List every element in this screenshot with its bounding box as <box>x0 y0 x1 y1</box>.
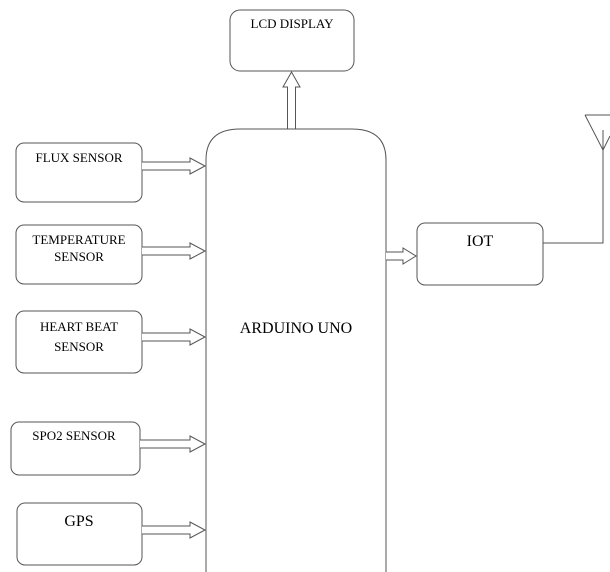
lcd-display-label: LCD DISPLAY <box>251 16 335 31</box>
arduino-to-iot-arrow <box>386 247 417 265</box>
spo2-sensor-block: SPO2 SENSOR <box>10 421 141 476</box>
flux-sensor-label: FLUX SENSOR <box>35 150 122 165</box>
heart-beat-to-arduino-arrow <box>142 328 207 346</box>
temperature-to-arduino-arrow <box>142 242 207 260</box>
arduino-uno-label: ARDUINO UNO <box>240 320 352 337</box>
iot-antenna-connector <box>543 130 604 244</box>
flux-sensor-block: FLUX SENSOR <box>15 142 143 203</box>
gps-label: GPS <box>64 513 93 530</box>
arduino-to-lcd-arrow <box>282 70 301 129</box>
heart-beat-sensor-block: HEART BEAT SENSOR <box>15 310 143 374</box>
lcd-display-box <box>229 9 355 72</box>
flux-sensor-box <box>15 142 143 203</box>
iot-box <box>416 222 544 286</box>
temperature-sensor-block: TEMPERATURE SENSOR <box>15 224 143 285</box>
heart-beat-sensor-label-line-2: SENSOR <box>54 339 104 354</box>
spo2-to-arduino-arrow <box>140 435 207 453</box>
iot-block: IOT <box>416 222 544 286</box>
arduino-uno-box <box>205 128 387 572</box>
spo2-sensor-label: SPO2 SENSOR <box>32 428 116 443</box>
antenna-icon <box>584 114 610 152</box>
gps-to-arduino-arrow <box>142 521 207 539</box>
gps-block: GPS <box>16 502 143 566</box>
arduino-uno-block: ARDUINO UNO <box>205 128 387 572</box>
temperature-sensor-label-line-2: SENSOR <box>54 249 104 264</box>
temperature-sensor-label-line-1: TEMPERATURE <box>32 232 125 247</box>
lcd-display-block: LCD DISPLAY <box>229 9 355 72</box>
iot-label: IOT <box>467 233 494 250</box>
flux-to-arduino-arrow <box>142 157 207 175</box>
heart-beat-sensor-box <box>15 310 143 374</box>
heart-beat-sensor-label-line-1: HEART BEAT <box>40 319 118 334</box>
